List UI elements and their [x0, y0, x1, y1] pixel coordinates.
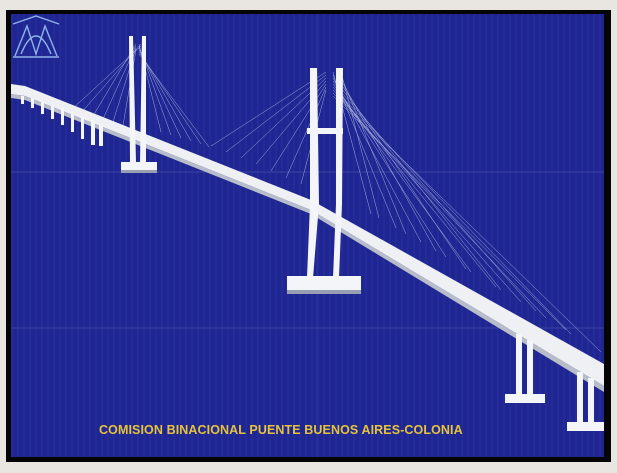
- far-tower-base-shadow: [121, 170, 157, 173]
- commission-emblem-icon: [12, 15, 60, 58]
- background-texture: [11, 14, 604, 457]
- approach-piers: [21, 96, 103, 146]
- right-piers: [505, 334, 604, 431]
- bridge-illustration: [11, 14, 604, 457]
- bridge-rendering-panel: [11, 14, 604, 457]
- far-tower: [121, 36, 157, 170]
- commission-caption: COMISION BINACIONAL PUENTE BUENOS AIRES-…: [99, 423, 463, 437]
- near-tower: [287, 68, 361, 290]
- near-tower-base-shadow: [287, 290, 361, 294]
